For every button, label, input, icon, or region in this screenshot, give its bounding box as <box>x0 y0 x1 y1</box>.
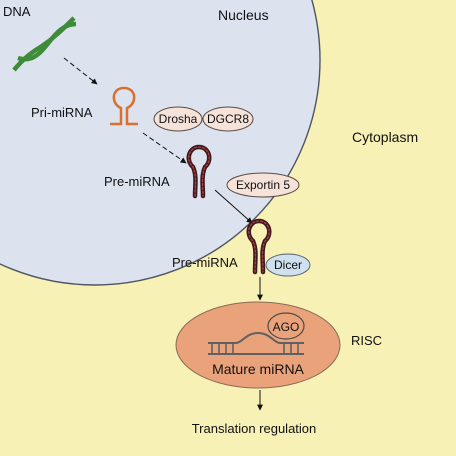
pri-mirna-hairpin-icon <box>110 86 138 126</box>
pre-mirna-nuclear-label: Pre-miRNA <box>104 174 170 189</box>
dna-helix-icon <box>12 16 77 72</box>
exportin5-protein: Exportin 5 <box>226 172 300 198</box>
pre-mirna-nuclear-hairpin-icon <box>186 144 212 199</box>
translation-regulation-label: Translation regulation <box>192 421 317 436</box>
dicer-label: Dicer <box>274 258 302 272</box>
pri-mirna-label: Pri-miRNA <box>31 105 93 120</box>
pre-mirna-cytoplasmic-hairpin-icon <box>246 218 272 275</box>
drosha-label: Drosha <box>159 112 198 126</box>
dgcr8-label: DGCR8 <box>207 112 249 126</box>
nucleus-label: Nucleus <box>218 7 269 23</box>
nucleus-region <box>0 0 321 286</box>
arrow-dna-to-pri-mirna <box>63 57 98 85</box>
mature-mirna-duplex-icon <box>208 331 304 355</box>
arrow-export <box>214 189 253 224</box>
pre-mirna-cytoplasmic-label: Pre-miRNA <box>172 255 238 270</box>
mature-mirna-label: Mature miRNA <box>212 361 304 377</box>
dgcr8-protein: DGCR8 <box>202 106 254 132</box>
exportin5-label: Exportin 5 <box>236 178 290 192</box>
ago-label: AGO <box>273 320 300 334</box>
risc-label: RISC <box>351 333 382 348</box>
dicer-protein: Dicer <box>265 253 311 277</box>
ago-protein: AGO <box>267 312 305 340</box>
arrow-pri-to-pre-mirna <box>142 132 187 164</box>
cytoplasm-label: Cytoplasm <box>352 129 418 145</box>
drosha-protein: Drosha <box>153 106 203 132</box>
dna-label: DNA <box>3 4 31 19</box>
